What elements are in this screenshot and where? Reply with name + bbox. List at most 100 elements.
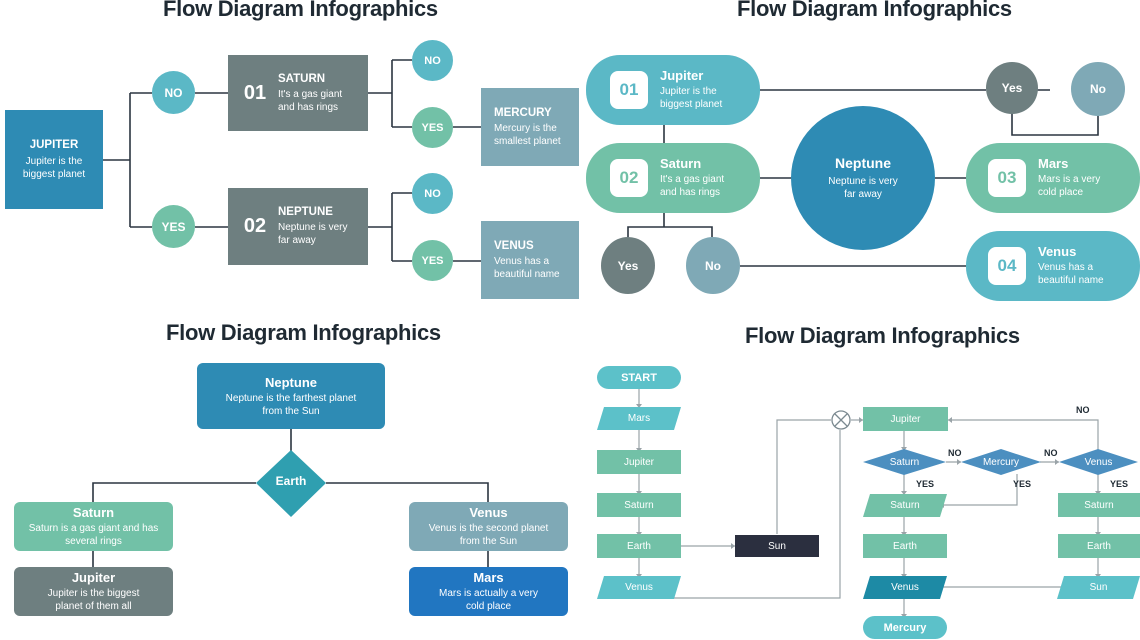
p1-mercury: MERCURY Mercury is the smallest planet [481, 88, 579, 166]
p1-root-text: Jupiter is the biggest planet [22, 155, 86, 180]
flow-jupiter-mid: Jupiter [863, 407, 948, 431]
p2-item1-text: Jupiter is the biggest planet [660, 86, 723, 110]
p1-root-jupiter: JUPITER Jupiter is the biggest planet [5, 110, 103, 209]
p3-left1-text: Saturn is a gas giant and has several ri… [28, 523, 159, 547]
flow-sun-mid: Sun [735, 535, 819, 557]
p3-right2-text: Mars is actually a very cold place [439, 588, 538, 612]
p2-item3-text: Mars is a very cold place [1038, 174, 1101, 198]
p2-item2-num: 02 [610, 159, 648, 197]
flow-sun-right-shape [1057, 576, 1140, 599]
p3-right2-title: Mars [473, 570, 504, 585]
p2-item1-num: 01 [610, 71, 648, 109]
flow-jupiter-left: Jupiter [597, 450, 681, 474]
title-bottom-left: Flow Diagram Infographics [166, 320, 441, 345]
p1-branch-yes: YES [152, 205, 195, 248]
label-yes-1: YES [916, 479, 935, 489]
decision-saturn-shape [863, 449, 946, 475]
p2-no-bottom: No [686, 237, 740, 294]
p2-item2-title: Saturn [660, 156, 702, 171]
p2-item4-text: Venus has a beautiful name [1038, 262, 1104, 286]
p1-step2-title: NEPTUNE [278, 206, 333, 218]
p3-left1-saturn: Saturn Saturn is a gas giant and has sev… [14, 502, 173, 551]
p1-mercury-title: MERCURY [494, 106, 552, 119]
p1-root-title: JUPITER [29, 138, 79, 151]
p2-center-neptune: Neptune Neptune is very far away [791, 106, 935, 250]
p3-top-neptune: Neptune Neptune is the farthest planet f… [197, 363, 385, 429]
p1-step2-neptune: 02 NEPTUNE Neptune is very far away [228, 188, 368, 265]
p3-left2-text: Jupiter is the biggest planet of them al… [47, 588, 140, 612]
merge-junction-icon [831, 410, 851, 430]
flow-saturn-right: Saturn [1058, 493, 1140, 517]
flow-venus-mid: Earth [863, 534, 947, 558]
p1-venus-text: Venus has a beautiful name [494, 255, 560, 280]
title-bottom-right: Flow Diagram Infographics [745, 323, 1020, 348]
p3-right2-mars: Mars Mars is actually a very cold place [409, 567, 568, 616]
label-yes-3: YES [1110, 479, 1129, 489]
p1-step2-text: Neptune is very far away [278, 222, 348, 246]
p1-s2-no: NO [412, 173, 453, 214]
p1-step1-num: 01 [243, 81, 267, 104]
earth-diamond-shape [256, 450, 326, 517]
p3-top-text: Neptune is the farthest planet from the … [225, 392, 357, 417]
p2-no-top: No [1071, 62, 1125, 116]
flow-mercury-shape [863, 576, 947, 599]
p2-item4-title: Venus [1038, 244, 1077, 259]
p3-diamond-label: Earth [275, 474, 307, 488]
p1-step1-text: It's a gas giant and has rings [278, 88, 343, 113]
p3-right1-venus: Venus Venus is the second planet from th… [409, 502, 568, 551]
p1-mercury-text: Mercury is the smallest planet [494, 122, 561, 147]
p2-item2-text: It's a gas giant and has rings [660, 174, 725, 198]
flow-saturn-left: Saturn [597, 493, 681, 517]
label-no-1: NO [948, 448, 962, 458]
p2-center-text: Neptune is very far away [828, 176, 898, 200]
p3-right1-text: Venus is the second planet from the Sun [428, 523, 549, 547]
p2-item1-title: Jupiter [660, 68, 704, 83]
flow-mercury-label: Venus [891, 582, 919, 593]
p2-yes-top: Yes [986, 62, 1038, 114]
p3-left1-title: Saturn [72, 505, 115, 520]
p1-s1-yes: YES [412, 107, 453, 148]
label-yes-2: YES [1013, 479, 1032, 489]
p3-top-title: Neptune [265, 374, 317, 390]
flow-earth-mid-label: Saturn [890, 500, 920, 511]
p2-center-title: Neptune [835, 155, 891, 171]
title-top-right: Flow Diagram Infographics [737, 0, 1012, 21]
p1-step1-saturn: 01 SATURN It's a gas giant and has rings [228, 55, 368, 131]
p1-s2-yes: YES [412, 240, 453, 281]
flow-mars-label: Mars [627, 413, 651, 424]
p1-venus-title: VENUS [494, 239, 534, 252]
p2-item3-num: 03 [988, 159, 1026, 197]
decision-mercury-label: Mercury [982, 456, 1020, 468]
decision-saturn-label: Saturn [889, 456, 920, 468]
decision-venus-label: Venus [1084, 456, 1113, 468]
p3-right1-title: Venus [469, 505, 508, 520]
decision-mercury-shape [961, 449, 1041, 475]
flow-sun-right-label: Sun [1089, 582, 1108, 593]
p1-step2-num: 02 [243, 215, 267, 237]
flow-earth-left: Earth [597, 534, 681, 558]
flow-earth-right: Earth [1058, 534, 1140, 558]
p1-venus: VENUS Venus has a beautiful name [481, 221, 579, 299]
p1-s1-no: NO [412, 40, 453, 81]
p3-left2-jupiter: Jupiter Jupiter is the biggest planet of… [14, 567, 173, 616]
flow-end: Mercury [863, 616, 947, 639]
flow-earth-mid-shape [863, 494, 947, 517]
title-top-left: Flow Diagram Infographics [163, 0, 438, 21]
p2-item4-num: 04 [988, 247, 1026, 285]
flow-mars-shape [597, 407, 681, 430]
p2-item3-title: Mars [1038, 156, 1069, 171]
flow-venus-left-label: Venus [625, 582, 653, 593]
decision-venus-shape [1059, 449, 1138, 475]
label-no-top: NO [1076, 405, 1090, 415]
p2-yes-bottom: Yes [601, 237, 655, 294]
p1-branch-no: NO [152, 71, 195, 114]
flow-venus-left-shape [597, 576, 681, 599]
p3-left2-title: Jupiter [71, 570, 116, 585]
p1-step1-title: SATURN [278, 72, 326, 85]
flow-start: START [597, 366, 681, 389]
